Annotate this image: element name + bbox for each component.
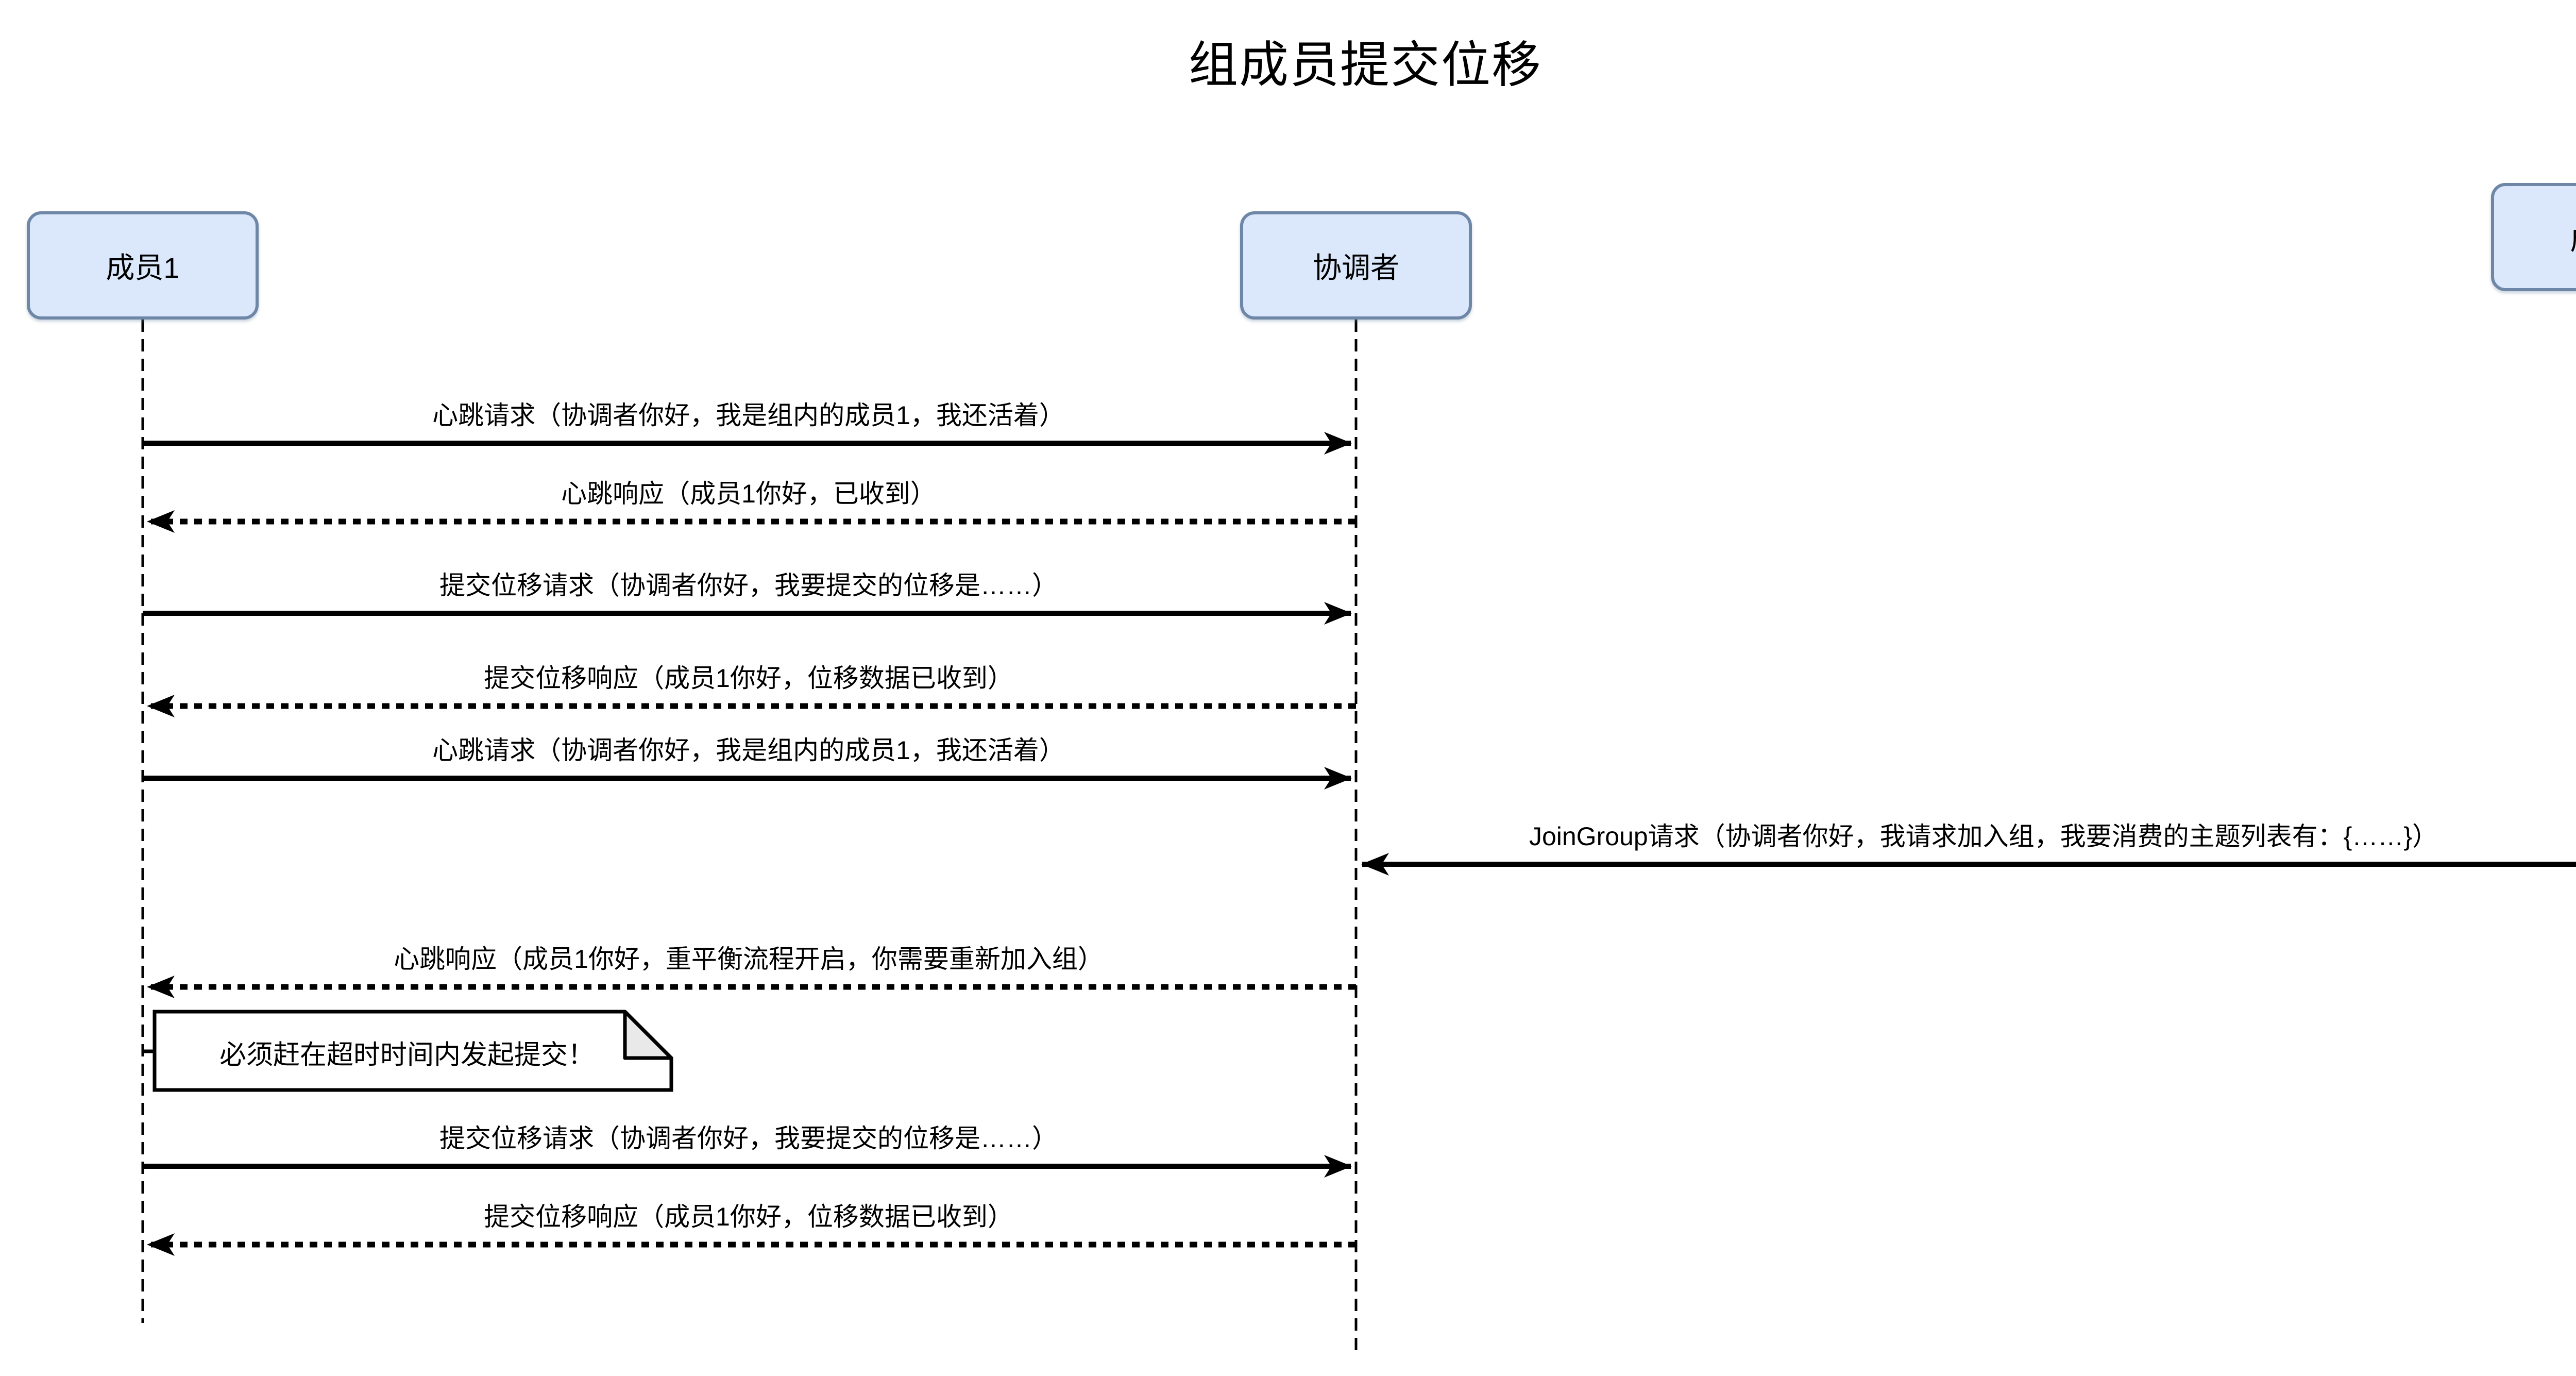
actor-member2-label: 成员2 [2570, 216, 2576, 258]
message-label-2: 心跳响应（成员1你好，已收到） [561, 479, 936, 508]
actor-member1-label: 成员1 [106, 251, 180, 284]
actor-coordinator: 协调者 [1240, 211, 1472, 320]
message-label-9: 提交位移响应（成员1你好，位移数据已收到） [484, 1202, 1013, 1231]
message-label-8: 提交位移请求（协调者你好，我要提交的位移是……） [439, 1124, 1058, 1153]
message-label-5: 心跳请求（协调者你好，我是组内的成员1，我还活着） [432, 736, 1065, 765]
message-label-7: 心跳响应（成员1你好，重平衡流程开启，你需要重新加入组） [394, 945, 1104, 974]
actor-member2: 成员2 [2491, 183, 2576, 291]
message-label-3: 提交位移请求（协调者你好，我要提交的位移是……） [439, 571, 1058, 600]
note-shape [152, 1010, 673, 1092]
actor-coordinator-label: 协调者 [1313, 251, 1399, 284]
note-fold-corner [623, 1010, 673, 1060]
diagram-title: 组成员提交位移 [1189, 38, 1542, 93]
actor-member1: 成员1 [27, 211, 259, 320]
note-text: 必须赶在超时时间内发起提交！ [219, 1040, 595, 1070]
message-label-1: 心跳请求（协调者你好，我是组内的成员1，我还活着） [432, 401, 1065, 430]
message-label-6: JoinGroup请求（协调者你好，我请求加入组，我要消费的主题列表有：{……}… [1529, 822, 2438, 851]
message-label-4: 提交位移响应（成员1你好，位移数据已收到） [484, 664, 1013, 693]
